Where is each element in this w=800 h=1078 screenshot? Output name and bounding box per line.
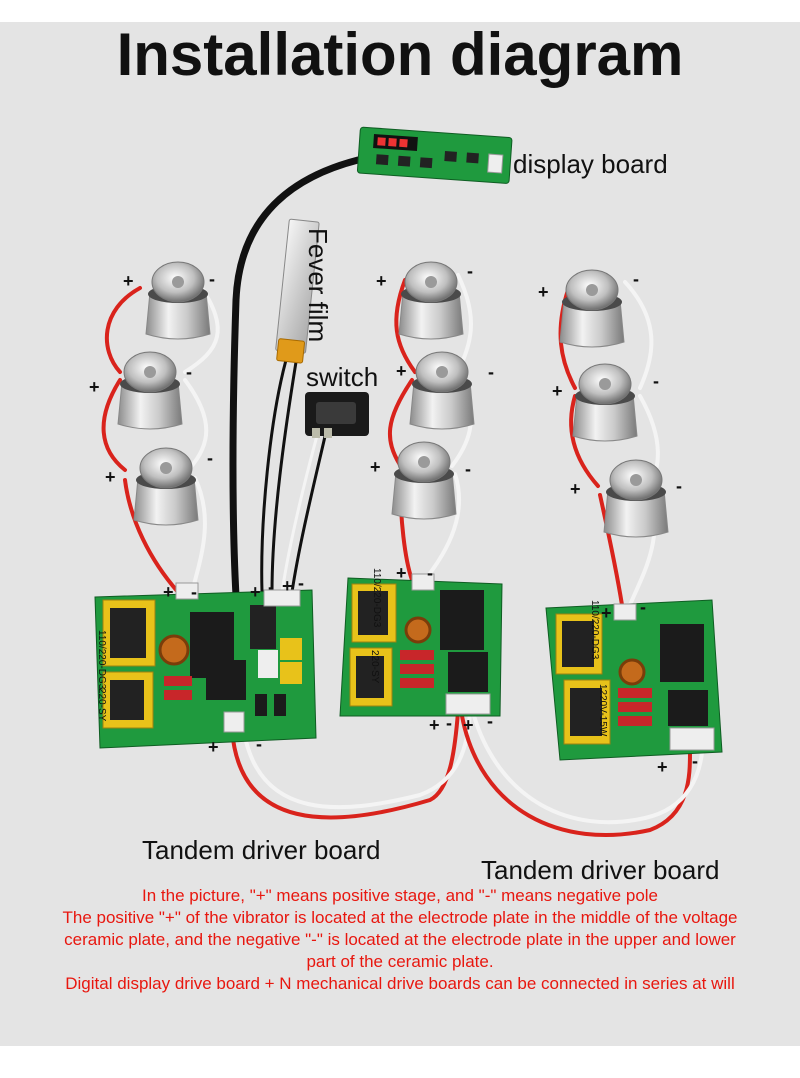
sign-minus: - xyxy=(191,582,197,602)
sign-minus: - xyxy=(633,269,639,289)
note-line: In the picture, "+" means positive stage… xyxy=(141,886,659,905)
sign-plus: + xyxy=(570,479,581,499)
sign-minus: - xyxy=(653,371,659,391)
sign-plus: + xyxy=(601,603,612,623)
note-line: The positive "+" of the vibrator is loca… xyxy=(62,908,738,927)
sign-plus: + xyxy=(463,715,474,735)
sign-minus: - xyxy=(427,563,433,583)
sign-plus: + xyxy=(370,457,381,477)
ultrasonic-transducer xyxy=(398,261,464,340)
label-fever-film: Fever film xyxy=(303,228,333,343)
switch-component xyxy=(305,392,369,438)
sign-plus: + xyxy=(429,715,440,735)
diagram-background xyxy=(0,22,800,1046)
sign-minus: - xyxy=(488,362,494,382)
board1-transformer-top-print: 110/220-DG3 xyxy=(96,630,107,690)
sign-plus: + xyxy=(396,361,407,381)
ultrasonic-transducer xyxy=(133,447,199,526)
sign-minus: - xyxy=(467,261,473,281)
driver-board-main xyxy=(94,582,317,749)
fever-film-heater xyxy=(275,218,320,364)
sign-minus: - xyxy=(186,362,192,382)
board3-transformer-top-print: 110/220-DG3 xyxy=(589,600,600,660)
ultrasonic-transducer xyxy=(145,261,211,340)
ultrasonic-transducer xyxy=(117,351,183,430)
sign-plus: + xyxy=(552,381,563,401)
sign-minus: - xyxy=(640,597,646,617)
label-tandem-driver-board-1: Tandem driver board xyxy=(142,835,381,865)
sign-minus: - xyxy=(465,459,471,479)
sign-plus: + xyxy=(163,582,174,602)
board1-transformer-bottom-print: 220-SY xyxy=(96,688,107,722)
sign-minus: - xyxy=(268,577,274,597)
board3-transformer-bottom-print: 1220V-15W xyxy=(597,684,608,737)
display-board xyxy=(356,126,513,184)
board2-transformer-bottom-print: 220-SY xyxy=(369,650,380,684)
driver-board-tandem-1 xyxy=(339,573,503,717)
sign-plus: + xyxy=(376,271,387,291)
transducer-group xyxy=(117,261,669,538)
sign-minus: - xyxy=(256,734,262,754)
ultrasonic-transducer xyxy=(391,441,457,520)
label-tandem-driver-board-2: Tandem driver board xyxy=(481,855,720,885)
sign-plus: + xyxy=(657,757,668,777)
sign-minus: - xyxy=(298,573,304,593)
sign-plus: + xyxy=(89,377,100,397)
ultrasonic-transducer xyxy=(409,351,475,430)
sign-plus: + xyxy=(282,576,293,596)
sign-minus: - xyxy=(487,711,493,731)
ultrasonic-transducer xyxy=(559,269,625,348)
sign-minus: - xyxy=(692,751,698,771)
sign-plus: + xyxy=(105,467,116,487)
note-line: part of the ceramic plate. xyxy=(306,952,494,971)
ultrasonic-transducer xyxy=(572,363,638,442)
sign-plus: + xyxy=(208,737,219,757)
board2-transformer-top-print: 110/220-DG3 xyxy=(371,568,382,628)
sign-plus: + xyxy=(123,271,134,291)
page-title: Installation diagram xyxy=(116,21,684,88)
sign-minus: - xyxy=(207,448,213,468)
note-line: ceramic plate, and the negative "-" is l… xyxy=(64,930,736,949)
sign-plus: + xyxy=(250,582,261,602)
ultrasonic-transducer xyxy=(603,459,669,538)
sign-plus: + xyxy=(396,563,407,583)
sign-plus: + xyxy=(538,282,549,302)
notes-block: In the picture, "+" means positive stage… xyxy=(0,885,800,995)
note-line: Digital display drive board + N mechanic… xyxy=(65,974,735,993)
sign-minus: - xyxy=(446,713,452,733)
driver-board-tandem-2 xyxy=(545,599,723,761)
sign-minus: - xyxy=(676,476,682,496)
sign-minus: - xyxy=(209,269,215,289)
label-display-board: display board xyxy=(513,149,668,179)
label-switch: switch xyxy=(306,362,379,392)
